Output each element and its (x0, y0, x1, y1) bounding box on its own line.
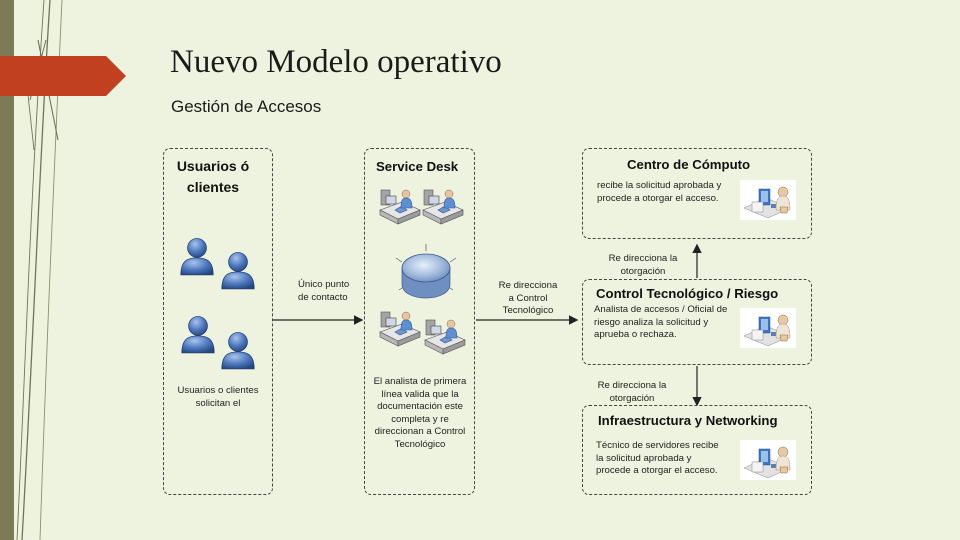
redirect-to-infra-note: Re direcciona la otorgación (597, 380, 667, 404)
infra-title: Infraestructura y Networking (598, 413, 778, 428)
clients-lane (163, 148, 273, 495)
database-disk-icon (395, 244, 457, 299)
analyst-note: El analista de primera línea valida que … (373, 376, 467, 450)
infra-note: Técnico de servidores recibe la solicitu… (596, 440, 719, 476)
clients-caption: Usuarios o clientes solicitan el (177, 385, 259, 409)
control-box (582, 279, 812, 365)
computo-note: recibe la solicitud aprobada y procede a… (597, 180, 722, 204)
single-contact-label: Único punto de contacto (298, 279, 350, 303)
redirect-to-computo-note: Re direcciona la otorgación (608, 253, 678, 277)
clients-lane-title: Usuarios ó clientes (176, 158, 250, 195)
technician-workstation-icon (740, 440, 796, 480)
left-decor-band (0, 0, 14, 540)
technician-workstation-icon (740, 180, 796, 220)
slide-title: Nuevo Modelo operativo (170, 44, 502, 80)
infra-box (582, 405, 812, 495)
title-accent-arrow (0, 56, 126, 96)
computo-title: Centro de Cómputo (627, 157, 751, 172)
redirect-control-note: Re direcciona a Control Tecnológico (498, 280, 558, 316)
service-desk-title: Service Desk (376, 159, 459, 174)
service-desk-lane (364, 148, 475, 495)
control-note: Analista de accesos / Oficial de riesgo … (594, 304, 728, 340)
control-title: Control Tecnológico / Riesgo (596, 286, 779, 301)
technician-workstation-icon (740, 308, 796, 348)
computo-box (582, 148, 812, 239)
slide-subtitle: Gestión de Accesos (171, 97, 322, 116)
